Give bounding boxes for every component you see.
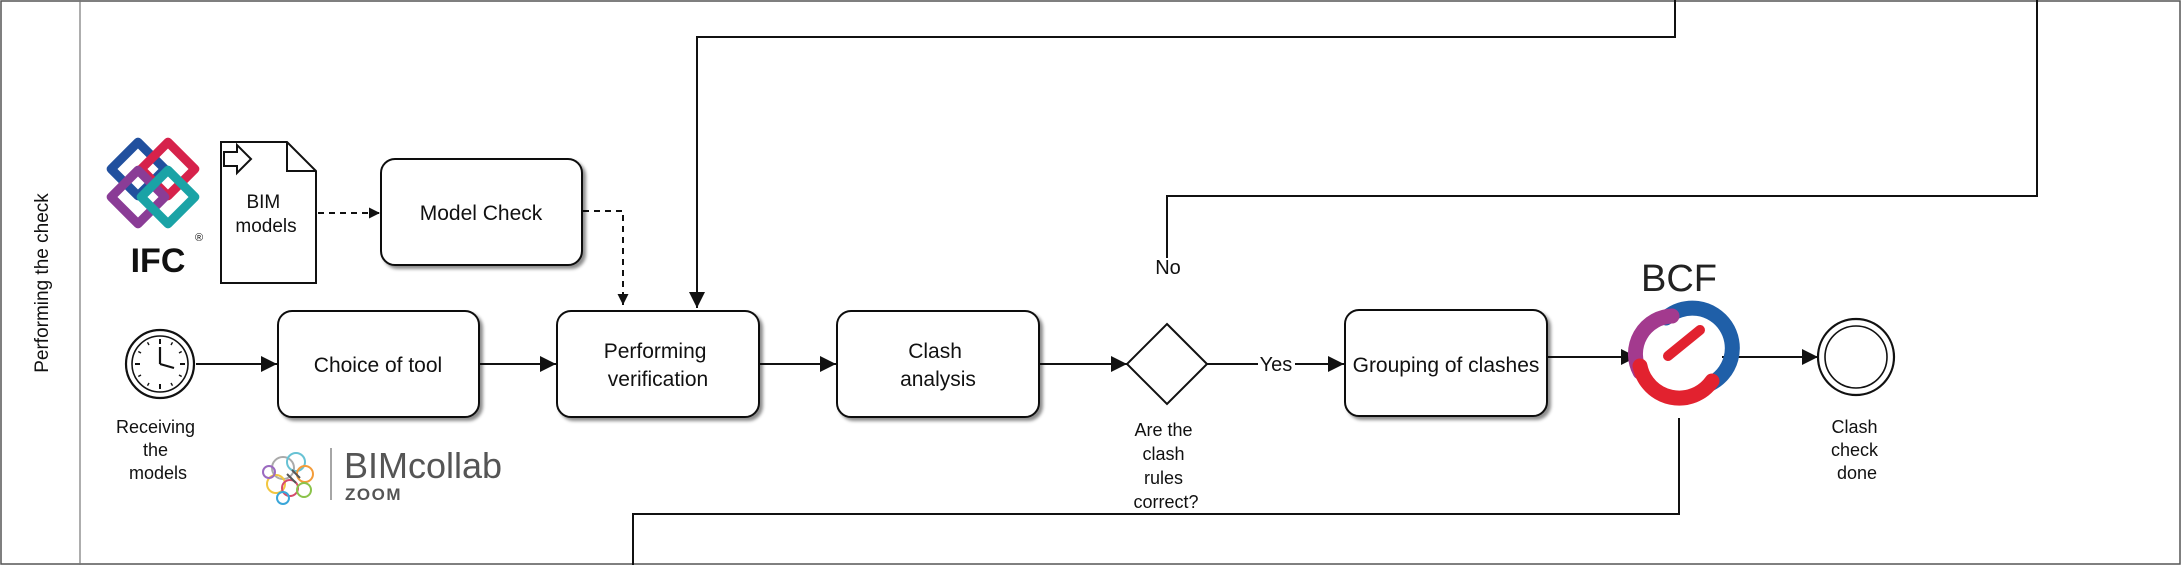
bimcollab-logo-text: BIMcollab [344, 445, 502, 486]
task-performing-verification[interactable]: Performing verification [556, 310, 760, 418]
dashed-arrow-check-to-verification [583, 210, 629, 305]
ifc-logo-text: IFC [131, 242, 186, 280]
ifc-logo: IFC ® [106, 137, 203, 280]
task-performing-verification-label: Performing verification [604, 340, 713, 391]
input-arrow-icon [223, 142, 253, 176]
task-grouping-of-clashes-label: Grouping of clashes [1353, 354, 1540, 377]
start-event-timer [124, 328, 196, 400]
bim-models-data-object[interactable]: BIM models [220, 141, 317, 284]
ifc-registered-mark: ® [195, 232, 203, 244]
bcf-logo-text: BCF [1641, 258, 1717, 300]
task-model-check[interactable]: Model Check [380, 158, 583, 266]
bimcollab-zoom-logo: BIMcollab ZOOM [262, 445, 502, 505]
task-clash-analysis[interactable]: Clash analysis [836, 310, 1040, 418]
loop-arrow-to-verification [689, 0, 1676, 308]
end-event-label: Clash check done [1831, 417, 1883, 483]
task-choice-of-tool-label: Choice of tool [314, 354, 442, 377]
task-grouping-of-clashes[interactable]: Grouping of clashes [1344, 309, 1548, 417]
exclusive-gateway[interactable] [1125, 322, 1209, 406]
task-clash-analysis-label: Clash analysis [900, 340, 976, 391]
task-choice-of-tool[interactable]: Choice of tool [277, 310, 480, 418]
gateway-no-label: No [1155, 257, 1181, 279]
lane-label: Performing the check [32, 193, 53, 373]
bim-models-label: BIM models [235, 192, 296, 237]
gateway-question-label: Are the clash rules correct? [1133, 420, 1198, 512]
gateway-yes-label: Yes [1260, 354, 1293, 376]
bcf-logo [1627, 300, 1740, 406]
bcf-return-line [632, 418, 1680, 565]
start-event-label: Receiving the models [116, 417, 200, 483]
bimcollab-bubbles-icon [262, 452, 314, 505]
clock-icon [135, 339, 185, 389]
end-event [1816, 317, 1896, 397]
no-branch-line [1166, 0, 2038, 258]
zoom-logo-text: ZOOM [345, 485, 402, 504]
task-model-check-label: Model Check [420, 202, 543, 225]
